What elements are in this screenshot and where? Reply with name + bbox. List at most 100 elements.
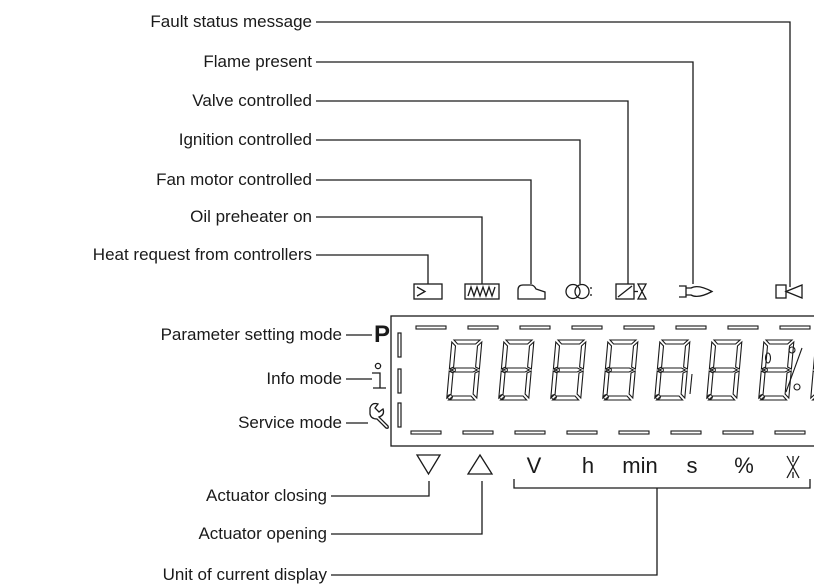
fault-status-leader <box>316 21 791 287</box>
lcd-segment-f <box>708 340 717 370</box>
triangle-down-icon <box>415 454 442 476</box>
lcd-segment-c <box>524 370 532 400</box>
unit-volt: V <box>526 453 542 478</box>
flow-unit-icon <box>786 455 800 479</box>
unit-percent: % <box>734 453 754 478</box>
lcd-percent-slash <box>785 347 803 393</box>
unit-display-bracket <box>513 479 811 489</box>
fan-motor-icon <box>517 284 546 300</box>
label-info-mode: Info mode <box>266 369 342 388</box>
label-valve-controlled: Valve controlled <box>192 91 312 110</box>
lcd-colon-dot <box>554 367 560 373</box>
lcd-colon-dot <box>450 367 456 373</box>
unit-minute: min <box>622 453 658 478</box>
lcd-segment-a <box>608 339 638 345</box>
lcd-decimal-dot <box>655 394 661 400</box>
lcd-top-bar <box>519 325 551 330</box>
lcd-top-bar <box>571 325 603 330</box>
lcd-segment-d <box>551 395 580 401</box>
lcd-segment-d <box>655 395 684 401</box>
lcd-segment-b <box>475 340 483 370</box>
label-heat-request: Heat request from controllers <box>92 245 312 264</box>
lcd-segment-e <box>446 370 454 400</box>
ignition-controlled-leader <box>316 139 581 284</box>
flame-present-leader <box>316 61 694 284</box>
label-unit-display: Unit of current display <box>162 565 327 584</box>
lcd-segment-g <box>502 367 531 373</box>
lcd-frame <box>390 315 814 447</box>
lcd-segment-e <box>758 370 766 400</box>
unit-second: s <box>686 453 698 478</box>
ignition-icon <box>565 283 592 300</box>
lcd-segment-f <box>604 340 613 370</box>
lcd-segment-c <box>472 370 480 400</box>
actuator-closing-leader <box>331 481 430 497</box>
lcd-decimal-dot <box>603 394 609 400</box>
triangle-up-icon <box>466 453 494 475</box>
lcd-segment-b <box>787 340 795 370</box>
fan-motor-leader <box>316 179 532 284</box>
lcd-segment-b <box>527 340 535 370</box>
lcd-segment-a <box>452 339 482 345</box>
lcd-percent-dot <box>788 346 796 354</box>
lcd-top-bar <box>467 325 499 330</box>
lcd-segment-c <box>576 370 584 400</box>
lcd-status-bar-info <box>397 368 402 394</box>
lcd-colon-dot <box>762 367 768 373</box>
lcd-bottom-bar <box>566 430 598 435</box>
lcd-bottom-bar <box>410 430 442 435</box>
fault-icon <box>775 284 803 299</box>
lcd-segment-d <box>603 395 632 401</box>
lcd-segment-f <box>656 340 665 370</box>
lcd-colon-dot <box>606 367 612 373</box>
unit-hour: h <box>581 453 595 478</box>
lcd-decimal-dot <box>499 394 505 400</box>
label-service-mode: Service mode <box>238 413 342 432</box>
lcd-segment-a <box>660 339 690 345</box>
lcd-degree-mark <box>764 352 772 364</box>
heat-request-icon <box>413 283 443 300</box>
valve-icon <box>615 283 648 300</box>
lcd-bottom-bar <box>774 430 806 435</box>
lcd-segment-c <box>680 370 688 400</box>
lcd-segment-a <box>504 339 534 345</box>
lcd-status-bar-service <box>397 402 402 428</box>
lcd-colon-dot <box>502 367 508 373</box>
lcd-top-bar <box>675 325 707 330</box>
actuator-opening-leader <box>331 481 483 535</box>
oil-preheater-leader <box>316 216 483 284</box>
lcd-segment-d <box>499 395 528 401</box>
lcd-status-bar-parameter <box>397 332 402 358</box>
lcd-segment-a <box>556 339 586 345</box>
lcd-top-bar <box>727 325 759 330</box>
lcd-segment-d <box>447 395 476 401</box>
lcd-segment-e <box>602 370 610 400</box>
lcd-segment-b <box>735 340 743 370</box>
lcd-top-bar <box>779 325 811 330</box>
lcd-segment-b <box>683 340 691 370</box>
label-fault-status: Fault status message <box>150 12 312 31</box>
lcd-segment-b <box>631 340 639 370</box>
heat-request-leader <box>316 254 429 284</box>
lcd-segment-a <box>712 339 742 345</box>
lcd-segment-f <box>760 340 769 370</box>
lcd-segment-f <box>500 340 509 370</box>
label-parameter-mode: Parameter setting mode <box>160 325 342 344</box>
lcd-segment-b <box>579 340 587 370</box>
lcd-segment-d <box>707 395 736 401</box>
parameter-symbol: P <box>374 321 391 348</box>
lcd-segment-c <box>784 370 792 400</box>
lcd-decimal-dot <box>447 394 453 400</box>
label-oil-preheater: Oil preheater on <box>190 207 312 226</box>
lcd-decimal-dot <box>707 394 713 400</box>
lcd-extra-stroke <box>689 373 693 395</box>
wrench-icon <box>369 402 389 429</box>
lcd-bottom-bar <box>670 430 702 435</box>
lcd-segment-a <box>764 339 794 345</box>
lcd-percent-dot <box>793 383 801 391</box>
lcd-colon-dot <box>658 367 664 373</box>
unit-display-leader <box>331 488 658 576</box>
lcd-top-bar <box>415 325 447 330</box>
lcd-bottom-bar <box>462 430 494 435</box>
flame-icon <box>679 285 714 298</box>
